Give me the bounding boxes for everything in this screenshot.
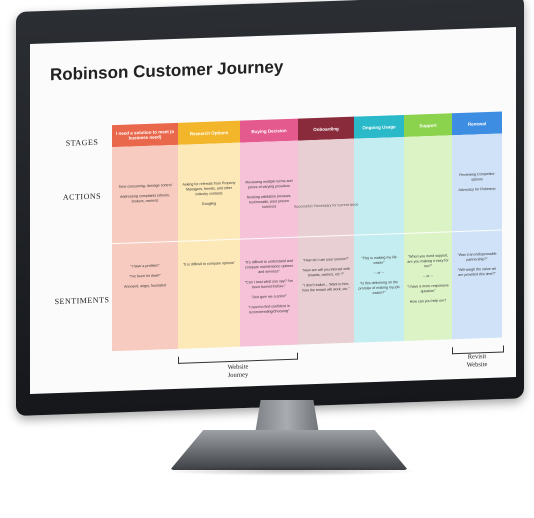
- action-cell: [404, 173, 452, 175]
- stage-header: Buying Decision: [240, 118, 298, 143]
- stage-body: Reviewing multiple terms and prices of v…: [240, 140, 298, 347]
- row-divider: [452, 229, 502, 233]
- action-cell: Asking for referrals from Property Manag…: [182, 180, 236, 207]
- row-divider: [178, 238, 240, 242]
- page-title: Robinson Customer Journey: [50, 57, 284, 85]
- action-cell: [354, 175, 404, 177]
- stage-header: Renewal: [452, 111, 502, 136]
- action-cell: Reviewing Competitor options Advocacy fo…: [458, 171, 496, 193]
- row-divider: [404, 231, 452, 234]
- bracket-label-line: Website: [466, 361, 488, 369]
- row-divider: [112, 240, 178, 245]
- journey-column: Ongoing Usage "This is making my life eas…: [354, 114, 404, 343]
- row-divider: [354, 232, 404, 236]
- stage-body: Reviewing Competitor options Advocacy fo…: [452, 133, 502, 340]
- website-journey-bracket: [178, 352, 298, 364]
- stage-body: "How do I use your service?" "How are wi…: [298, 138, 354, 345]
- monitor-shadow: [160, 466, 420, 476]
- sentiment-cell: "It's difficult to understand and compar…: [244, 258, 294, 315]
- stage-body: Asking for referrals from Property Manag…: [178, 142, 240, 349]
- journey-column: Onboarding "How do I use your service?" "…: [298, 116, 354, 345]
- sentiment-cell: "This is making my life easier" -- or --…: [358, 255, 400, 296]
- stage-body: "When you need support, are you making i…: [404, 135, 452, 341]
- stage-header: Support: [404, 113, 452, 137]
- action-cell: [298, 177, 354, 179]
- stage-header: Research Options: [178, 120, 240, 145]
- stage-body: Time consuming, damage control Addressin…: [112, 144, 178, 352]
- stage-body: "This is making my life easier" -- or --…: [354, 136, 404, 343]
- sentiment-cell: "Was it an indispensable partnership?" "…: [457, 251, 497, 278]
- sentiment-cell: "When you need support, are you making i…: [407, 253, 449, 304]
- monitor-screen: Robinson Customer Journey STAGES ACTIONS…: [30, 27, 516, 395]
- sentiment-cell: "How do I use your service?" "How are wi…: [302, 256, 350, 293]
- monitor-stand-base: [170, 430, 408, 470]
- journey-column: I need a solution to meet (a business ne…: [112, 122, 178, 352]
- row-divider: [240, 236, 298, 240]
- stage-header: I need a solution to meet (a business ne…: [112, 122, 178, 148]
- sentiment-cell: "I have a problem" "I've been let down" …: [123, 263, 167, 289]
- stage-header: Ongoing Usage: [354, 114, 404, 139]
- stage-header: Onboarding: [298, 116, 354, 141]
- sentiment-cell: "It is difficult to compare options": [183, 260, 235, 267]
- action-cell: Reviewing multiple terms and prices of v…: [245, 178, 293, 209]
- row-divider: [298, 234, 354, 238]
- revisit-website-label: Revisit Website: [450, 352, 504, 370]
- action-cell: Time consuming, damage control Addressin…: [118, 183, 172, 204]
- journey-column: Support "When you need support, are you m…: [404, 113, 452, 341]
- bracket-label-line: Journey: [227, 371, 249, 380]
- website-journey-label: Website Journey: [208, 363, 268, 381]
